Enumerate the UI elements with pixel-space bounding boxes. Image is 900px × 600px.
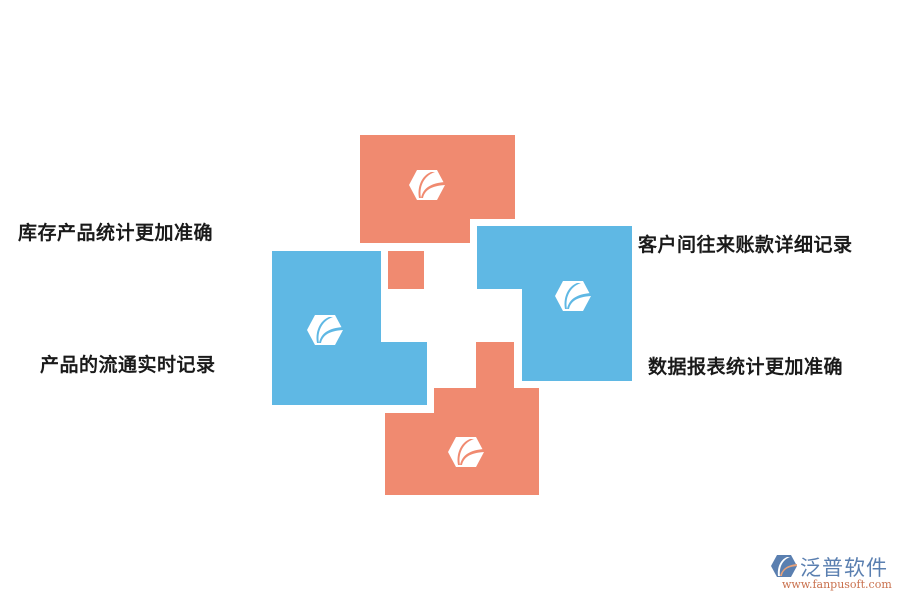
label-bottom-right: 数据报表统计更加准确 <box>648 356 844 378</box>
brand-url: www.fanpusoft.com <box>782 578 892 591</box>
small-orange-square-top <box>388 251 424 289</box>
small-orange-square-bottom <box>476 342 514 388</box>
label-bottom-left: 产品的流通实时记录 <box>40 354 216 376</box>
hexagon-logo-icon <box>307 315 343 345</box>
hexagon-logo-icon <box>555 281 591 311</box>
label-top-left: 库存产品统计更加准确 <box>18 222 214 244</box>
brand-logo: 泛普软件 www.fanpusoft.com <box>770 552 895 596</box>
hexagon-logo-icon <box>448 437 484 467</box>
brand-name: 泛普软件 <box>800 556 888 580</box>
hexagon-logo-icon <box>409 170 445 200</box>
brand-logo-icon <box>771 555 797 577</box>
label-top-right: 客户间往来账款详细记录 <box>638 234 853 256</box>
